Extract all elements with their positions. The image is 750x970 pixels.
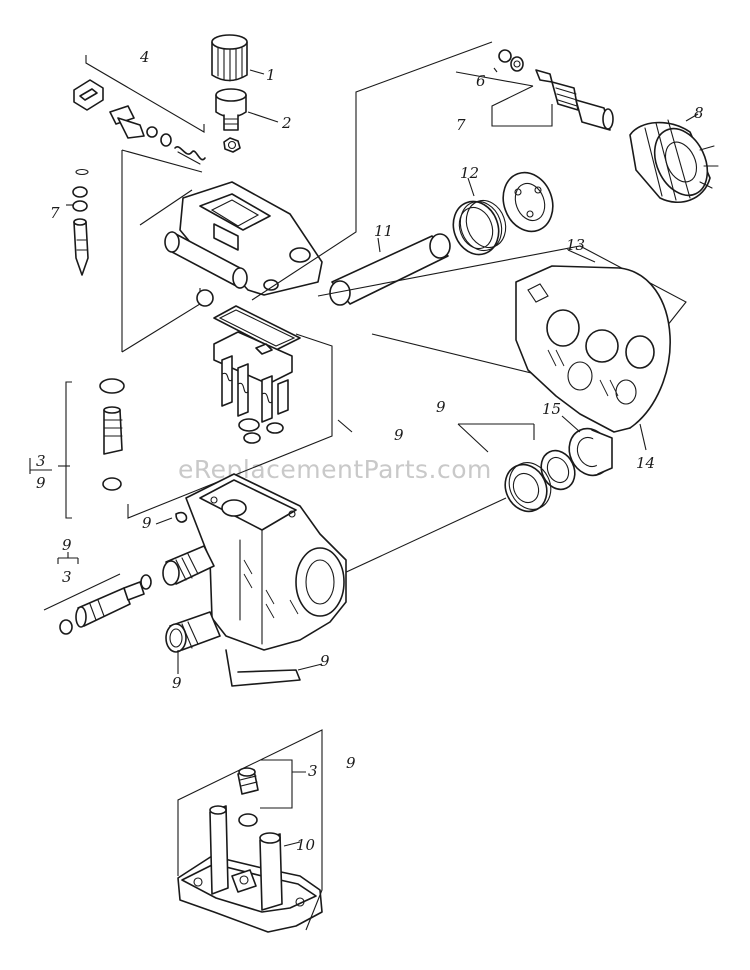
leader-seal-to-body <box>341 497 507 575</box>
part-3-left-valve <box>99 378 125 491</box>
leader-6 <box>493 67 498 73</box>
valve-plate-assembly <box>213 331 293 444</box>
callout-9-lower-valve: 9 <box>62 536 72 554</box>
callout-8: 8 <box>694 104 704 122</box>
callout-7-left: 7 <box>50 204 60 222</box>
bracket-3-left <box>65 381 72 519</box>
part-7-left-needle <box>72 168 89 276</box>
leader-8 <box>685 113 699 122</box>
callout-14: 14 <box>636 454 655 472</box>
part-9-seal-main <box>504 462 552 513</box>
callout-6: 6 <box>476 72 486 90</box>
part-10-manifold <box>177 805 323 933</box>
callout-1: 1 <box>266 66 276 84</box>
bracket-bottom-assembly <box>177 729 323 931</box>
leader-9-middle <box>337 419 353 433</box>
callout-9-inlet: 9 <box>172 674 182 692</box>
part-15-bearing <box>568 427 613 477</box>
callout-9-small: 9 <box>142 514 152 532</box>
callout-12: 12 <box>460 164 479 182</box>
part-13-housing <box>515 265 671 433</box>
bracket-top-right <box>251 41 493 301</box>
part-3-lower-valve <box>59 574 152 635</box>
valve-block-top <box>164 181 323 296</box>
part-1-knob <box>211 34 248 82</box>
callout-3-lower-valve: 3 <box>62 568 72 586</box>
leader-1 <box>249 69 265 75</box>
callout-9-bottom: 9 <box>346 754 356 772</box>
callout-11: 11 <box>374 222 393 240</box>
callout-7-right: 7 <box>456 116 466 134</box>
callout-9-seals: 9 <box>436 398 446 416</box>
bracket-7-right <box>455 71 553 127</box>
leader-2 <box>247 111 279 123</box>
leader-9-gasket-lower <box>297 663 323 671</box>
bracket-left-top <box>121 149 203 352</box>
callout-4: 4 <box>139 48 150 66</box>
bracket-3-lower <box>43 552 121 611</box>
bracket-block-link <box>139 189 193 226</box>
bracket-9-seals <box>457 423 535 453</box>
leader-12 <box>467 177 475 197</box>
callout-15: 15 <box>542 400 561 418</box>
callout-3-bottom: 3 <box>308 762 318 780</box>
pump-body <box>185 473 347 651</box>
callout-10: 10 <box>296 836 316 854</box>
callout-9-left: 9 <box>36 474 46 492</box>
callout-13: 13 <box>566 236 585 254</box>
callout-9-middle: 9 <box>394 426 404 444</box>
part-7-right-needle <box>535 69 614 131</box>
pump-inlet-upper <box>162 545 215 586</box>
part-9-gasket-lower <box>225 649 301 687</box>
part-12-seal-plate <box>502 171 554 233</box>
leader-13 <box>567 249 596 263</box>
bracket-4 <box>85 55 205 133</box>
bracket-left-bottom <box>121 288 201 353</box>
part-9-small-oring <box>175 511 188 523</box>
part-6-oring <box>498 49 524 72</box>
part-12-spring <box>452 199 507 256</box>
leader-10 <box>283 841 301 847</box>
part-2-cap <box>215 88 247 153</box>
callout-2: 2 <box>281 114 292 132</box>
leader-11 <box>377 237 381 253</box>
part-4-bracket-assembly <box>73 79 206 165</box>
part-8-impeller <box>629 119 719 203</box>
bracket-3-bottom <box>260 759 306 809</box>
leader-14 <box>639 423 647 451</box>
underline-3-left <box>29 458 52 474</box>
callout-9-gasket: 9 <box>320 652 330 670</box>
pump-inlet-lower <box>165 611 221 653</box>
part-3-bottom-valve <box>237 767 259 827</box>
leader-15 <box>561 415 581 433</box>
callout-3-left: 3 <box>36 452 46 470</box>
bracket-valve-plate <box>127 333 333 519</box>
part-11-shaft <box>329 233 451 306</box>
leader-9-small <box>155 517 173 525</box>
